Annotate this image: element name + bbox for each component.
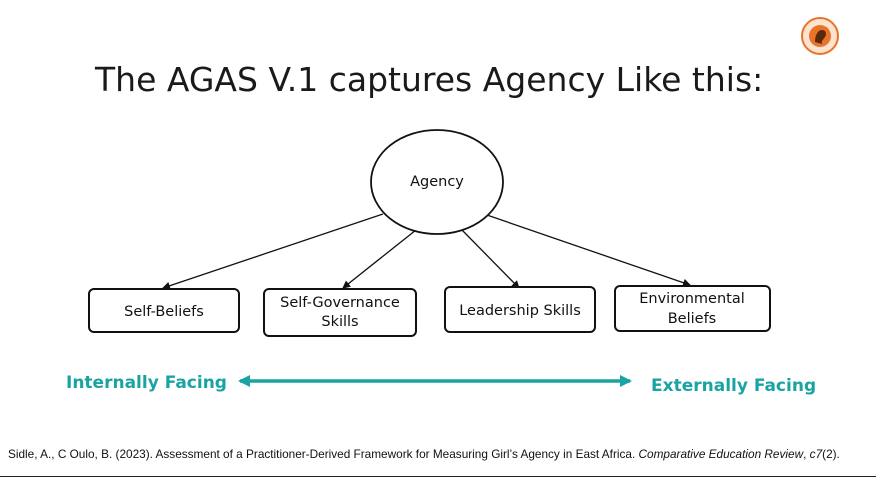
citation-sep: , [803, 447, 810, 461]
environmental-beliefs-node [614, 285, 771, 332]
leadership-skills-label: Leadership Skills [459, 303, 581, 319]
edge-agency-environmental [483, 213, 691, 287]
edge-agency-self-governance [342, 229, 417, 289]
citation-journal: Comparative Education Review [638, 447, 804, 461]
edge-agency-self-beliefs [162, 213, 384, 290]
citation-volume: c7 [809, 447, 823, 461]
citation-issue: (2). [822, 447, 840, 461]
girls-agency-lab-logo-icon [801, 17, 839, 55]
edge-agency-leadership [461, 229, 520, 289]
self-beliefs-node [88, 288, 240, 333]
citation-text: Sidle, A., C Oulo, B. (2023). Assessment… [8, 447, 639, 461]
environmental-beliefs-label-line2: Beliefs [668, 311, 717, 327]
slide-title: The AGAS V.1 captures Agency Like this: [95, 60, 764, 99]
leadership-skills-node [444, 286, 596, 333]
externally-facing-label: Externally Facing [651, 376, 817, 396]
environmental-beliefs-label-line1: Environmental [639, 291, 745, 307]
self-beliefs-label: Self-Beliefs [124, 304, 204, 320]
self-governance-label-line2: Skills [321, 314, 358, 330]
internally-facing-label: Internally Facing [66, 373, 227, 393]
agency-node [370, 129, 504, 235]
self-governance-label-line1: Self-Governance [280, 295, 400, 311]
bottom-divider [0, 476, 876, 477]
agency-node-label: Agency [410, 174, 464, 190]
citation: Sidle, A., C Oulo, B. (2023). Assessment… [8, 447, 840, 461]
self-governance-node [263, 288, 417, 337]
